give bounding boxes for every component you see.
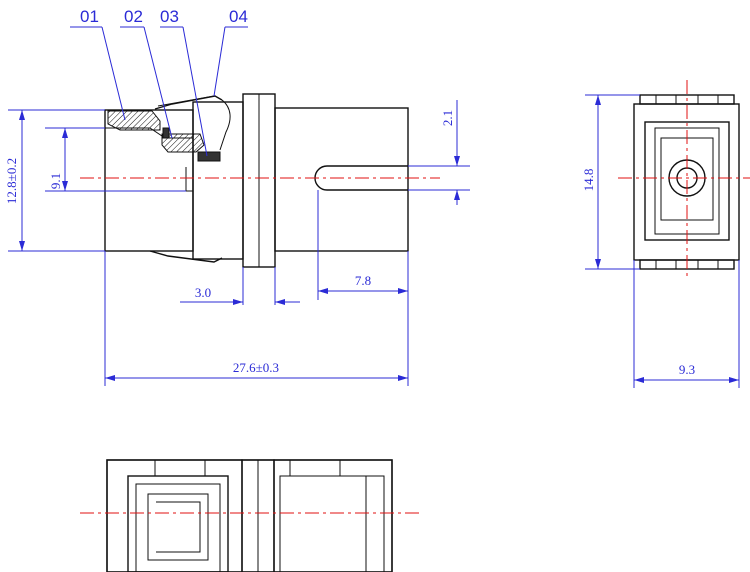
top-view: [80, 459, 420, 572]
dim-ferrule-length: 7.8: [355, 273, 371, 288]
callout-03: 03: [160, 7, 179, 26]
top-left-port: [127, 475, 229, 572]
body-inner-bore: [185, 167, 193, 192]
dim-end-width: 9.3: [679, 362, 695, 377]
callouts: 01 02 03 04: [70, 7, 248, 157]
top-left-half: [106, 459, 243, 572]
dim-inner-diameter: 9.1: [48, 173, 63, 189]
left-body: [104, 109, 194, 252]
dim-end-height: 14.8: [581, 169, 596, 192]
middle-body: [192, 101, 244, 260]
dim-length-overall: 27.6±0.3: [233, 360, 279, 375]
side-view: 12.8±0.2 9.1 2.1 3.0 7.8: [4, 7, 470, 386]
middle-curve: [219, 99, 231, 151]
callout-02: 02: [124, 7, 143, 26]
top-right-port: [279, 475, 367, 572]
part-02-tab: [162, 127, 170, 139]
spring-bottom: [149, 250, 223, 263]
callout-04: 04: [229, 7, 248, 26]
dim-flange-width: 3.0: [195, 285, 211, 300]
part-01-sleeve: [107, 110, 161, 131]
dim-offset-top: 2.1: [440, 110, 455, 126]
top-right-half: [273, 459, 393, 572]
callout-01: 01: [80, 7, 99, 26]
end-top-tab: [639, 94, 735, 105]
end-view: 14.8 9.3: [581, 80, 750, 388]
dim-height-overall: 12.8±0.2: [4, 158, 19, 204]
top-port-latch: [147, 493, 209, 561]
right-body: [274, 107, 409, 252]
part-03-ring: [197, 151, 221, 162]
top-body: [106, 459, 393, 572]
spring-top-inner: [157, 95, 215, 107]
